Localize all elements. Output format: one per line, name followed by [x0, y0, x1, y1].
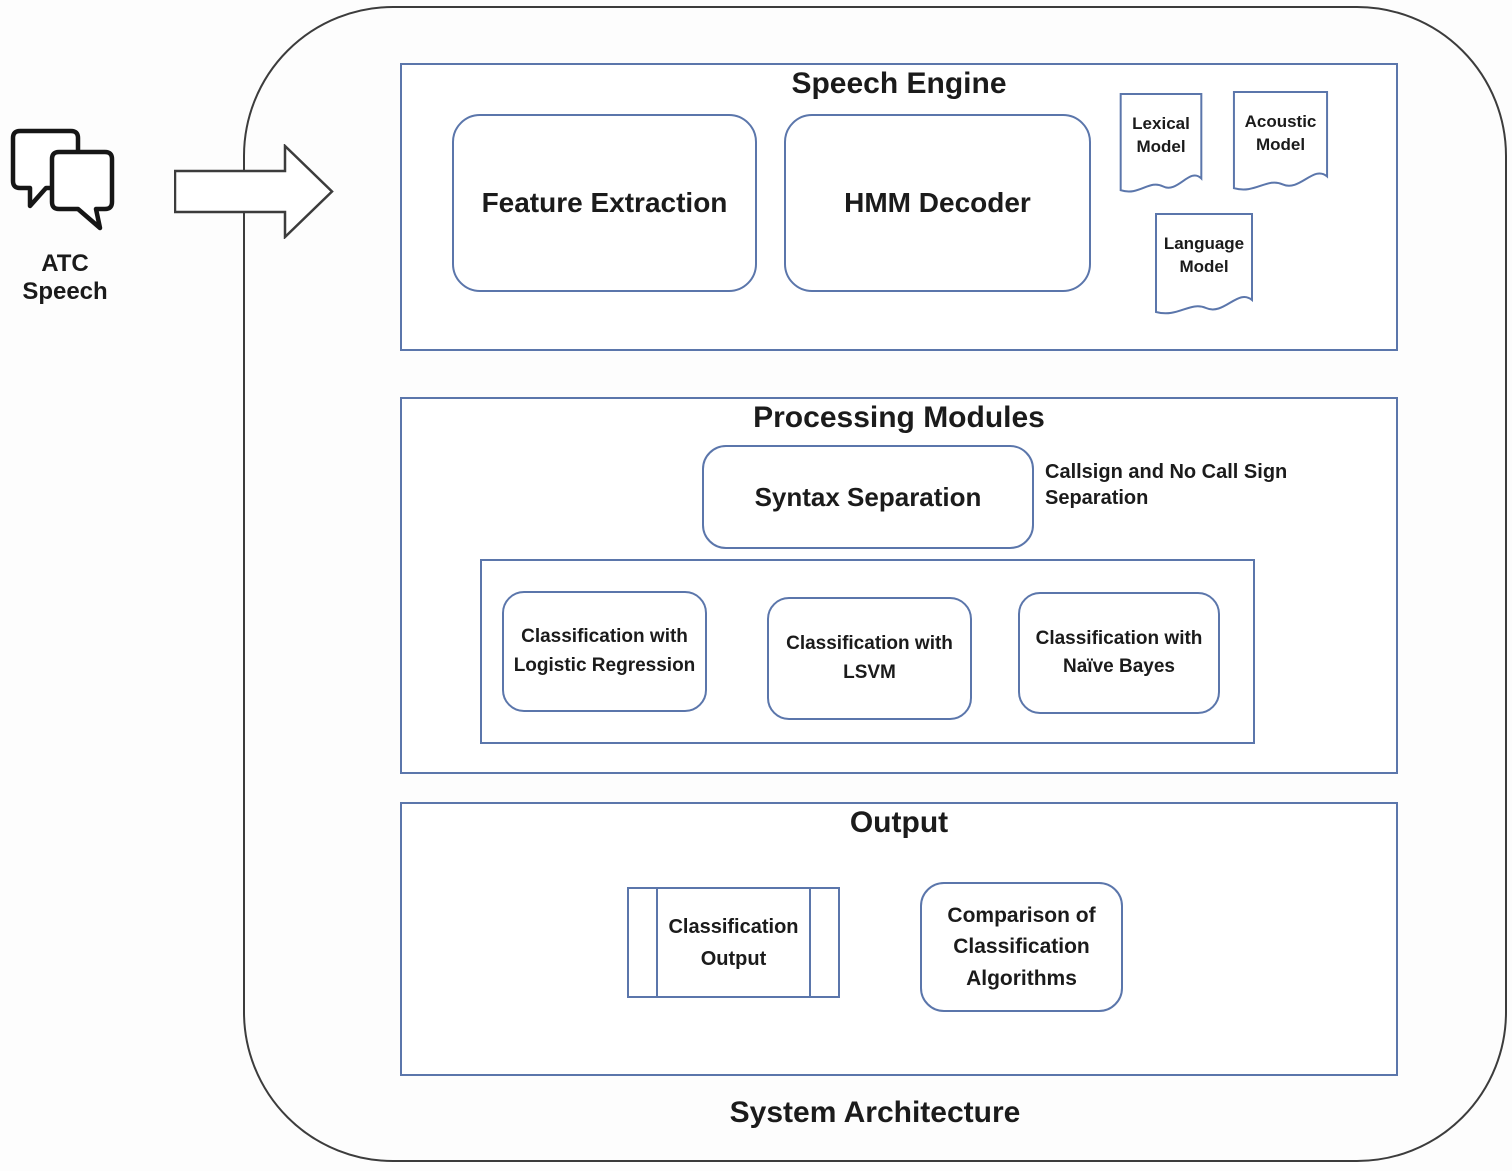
- classifiers-container: Classification with Logistic Regression …: [480, 559, 1255, 744]
- classification-output-label: Classification Output: [668, 915, 799, 970]
- input-label: ATC Speech: [22, 250, 108, 305]
- hmm-decoder-box: HMM Decoder: [784, 114, 1091, 292]
- section-speech-engine: Speech Engine Feature Extraction HMM Dec…: [400, 63, 1398, 351]
- document-shape-icon: [1119, 92, 1203, 202]
- document-shape-icon: [1154, 212, 1254, 324]
- predefined-process-right-bar: [809, 889, 811, 996]
- acoustic-model-document: Acoustic Model: [1232, 90, 1329, 200]
- feature-extraction-label: Feature Extraction: [481, 187, 728, 218]
- language-model-label: Language Model: [1163, 234, 1245, 277]
- diagram-title: System Architecture: [729, 1096, 1021, 1129]
- section-title-output: Output: [849, 806, 949, 839]
- classification-lsvm-box: Classification with LSVM: [767, 597, 972, 720]
- acoustic-model-label: Acoustic Model: [1244, 111, 1317, 154]
- lexical-model-label: Lexical Model: [1132, 113, 1190, 156]
- classification-logistic-regression-box: Classification with Logistic Regression: [502, 591, 707, 712]
- section-processing-modules: Processing Modules Syntax Separation Cal…: [400, 397, 1398, 774]
- section-output: Output Classification Output Comparison …: [400, 802, 1398, 1076]
- section-title-processing-modules: Processing Modules: [753, 401, 1045, 434]
- syntax-separation-box: Syntax Separation: [702, 445, 1034, 549]
- comparison-algorithms-box: Comparison of Classification Algorithms: [920, 882, 1123, 1012]
- document-shape-icon: [1232, 90, 1329, 200]
- predefined-process-left-bar: [656, 889, 658, 996]
- callsign-separation-annotation: Callsign and No Call Sign Separation: [1045, 461, 1288, 509]
- classification-logistic-regression-label: Classification with Logistic Regression: [513, 626, 696, 676]
- lexical-model-document: Lexical Model: [1119, 92, 1203, 202]
- language-model-document: Language Model: [1154, 212, 1254, 324]
- classification-naive-bayes-box: Classification with Naïve Bayes: [1018, 592, 1220, 714]
- classification-naive-bayes-label: Classification with Naïve Bayes: [1035, 627, 1203, 678]
- hmm-decoder-label: HMM Decoder: [844, 187, 1031, 218]
- comparison-algorithms-label: Comparison of Classification Algorithms: [947, 903, 1096, 990]
- section-title-speech-engine: Speech Engine: [791, 67, 1007, 100]
- speech-bubbles-icon: [10, 128, 115, 231]
- syntax-separation-label: Syntax Separation: [754, 481, 982, 512]
- classification-lsvm-label: Classification with LSVM: [786, 633, 953, 683]
- block-arrow-right-icon: [174, 144, 334, 239]
- system-architecture-container: [243, 6, 1507, 1162]
- classification-output-box: Classification Output: [627, 887, 840, 998]
- feature-extraction-box: Feature Extraction: [452, 114, 757, 292]
